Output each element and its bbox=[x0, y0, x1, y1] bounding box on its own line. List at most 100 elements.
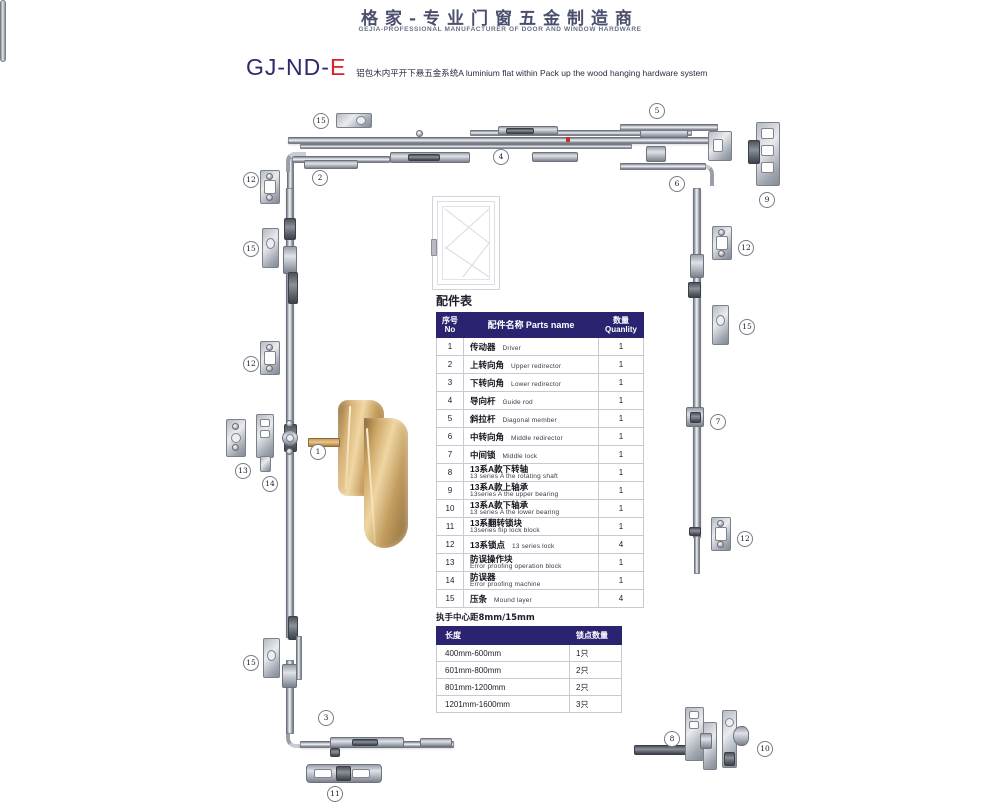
part-name-en: 13 series lock bbox=[511, 542, 555, 550]
callout-marker-3: 3 bbox=[318, 710, 334, 726]
part-name-en: Error proofing machine bbox=[470, 580, 541, 588]
middle-redirector-body bbox=[690, 254, 704, 278]
lock-point-count: 3只 bbox=[569, 695, 622, 714]
mound-layer-15-a bbox=[336, 113, 372, 128]
lock-keeper-12-d-slot bbox=[715, 527, 727, 541]
part-name-cn: 斜拉杆 bbox=[470, 413, 496, 424]
part-qty: 1 bbox=[598, 463, 644, 483]
upper-bearing-hole-2 bbox=[761, 145, 774, 156]
driver-cam-top bbox=[408, 154, 440, 161]
parts-table-title: 配件表 bbox=[436, 294, 473, 308]
rotating-shaft-bracket-hole-2 bbox=[689, 721, 699, 729]
model-code-accent: E bbox=[329, 54, 347, 80]
guide-rod-top-secondary bbox=[300, 144, 632, 149]
flip-lock-block-center bbox=[336, 766, 351, 781]
part-no: 14 bbox=[436, 571, 464, 591]
part-no: 3 bbox=[436, 373, 464, 393]
upper-bearing-bracket-hole bbox=[713, 139, 723, 152]
length-range: 1201mm-1600mm bbox=[436, 695, 570, 714]
part-qty: 1 bbox=[598, 427, 644, 447]
diagonal-member-cam bbox=[506, 128, 534, 134]
driver-connector-top bbox=[532, 152, 578, 162]
part-name-en: 13 series A the rotating shaft bbox=[470, 472, 559, 480]
window-opening-lines-svg bbox=[444, 208, 490, 278]
part-qty: 1 bbox=[598, 517, 644, 537]
right-drive-rail bbox=[693, 188, 701, 538]
right-rail-lock-cam-low bbox=[689, 527, 701, 536]
length-range: 601mm-800mm bbox=[436, 661, 570, 680]
mound-layer-15-b-hole bbox=[266, 238, 275, 249]
lower-redirector-vertical bbox=[286, 660, 294, 734]
window-handle-assembly bbox=[308, 400, 410, 560]
rotating-shaft-pivot bbox=[700, 733, 712, 749]
lock-keeper-12-c-screw-2 bbox=[718, 250, 725, 257]
callout-marker-8: 8 bbox=[664, 731, 680, 747]
part-no: 1 bbox=[436, 337, 464, 357]
bottom-corner-pin bbox=[330, 748, 340, 757]
lower-bearing-hole bbox=[725, 718, 734, 727]
length-range: 801mm-1200mm bbox=[436, 678, 570, 697]
error-proofing-block-screw-1 bbox=[232, 423, 239, 430]
left-rail-lock-cam-4 bbox=[288, 616, 298, 640]
part-name-cn: 中转向角 bbox=[470, 431, 505, 442]
mound-layer-15-d-hole bbox=[267, 650, 276, 661]
middle-redirector-horizontal bbox=[620, 163, 706, 170]
upper-bearing-hole-3 bbox=[761, 162, 774, 173]
part-name-en: 13 series A the lower bearing bbox=[470, 508, 560, 516]
error-proofing-machine-tail bbox=[260, 456, 271, 472]
error-proofing-machine-slot-2 bbox=[260, 430, 270, 438]
part-qty: 1 bbox=[598, 553, 644, 573]
lock-keeper-12-c-screw-1 bbox=[718, 229, 725, 236]
window-handle-icon bbox=[431, 239, 437, 256]
callout-marker-1: 1 bbox=[310, 444, 326, 460]
brand-name-english: GEJIA-PROFESSIONAL MANUFACTURER OF DOOR … bbox=[358, 26, 642, 33]
bottom-driver-cam bbox=[352, 739, 378, 746]
lock-keeper-12-a-screw-1 bbox=[266, 173, 273, 180]
lock-point-header-row: 长度 锁点数量 bbox=[436, 625, 622, 646]
callout-marker-12: 12 bbox=[738, 240, 754, 256]
rotating-shaft-bracket-hole-1 bbox=[689, 711, 699, 719]
mound-layer-15-a-hole bbox=[356, 116, 366, 125]
length-range: 400mm-600mm bbox=[436, 644, 570, 663]
part-no: 6 bbox=[436, 427, 464, 447]
guide-rod-top bbox=[288, 137, 710, 144]
handle-lever bbox=[364, 418, 408, 548]
part-name-cn: 中间锁 bbox=[470, 449, 496, 460]
part-no: 7 bbox=[436, 445, 464, 465]
callout-marker-7: 7 bbox=[710, 414, 726, 430]
callout-marker-14: 14 bbox=[262, 476, 278, 492]
lower-bearing-cam bbox=[733, 726, 749, 746]
lock-point-count: 2只 bbox=[569, 678, 622, 697]
lock-keeper-12-c-slot bbox=[716, 236, 728, 250]
part-no: 2 bbox=[436, 355, 464, 375]
part-name-en: 13series flip lock block bbox=[470, 526, 540, 534]
callout-marker-15: 15 bbox=[243, 241, 259, 257]
rod-screw-1 bbox=[416, 130, 423, 137]
part-qty: 1 bbox=[598, 445, 644, 465]
lock-keeper-12-b-screw-2 bbox=[266, 365, 273, 372]
part-name-en: Guide rod bbox=[502, 398, 533, 406]
part-no: 5 bbox=[436, 409, 464, 429]
flip-lock-block-slot-2 bbox=[352, 769, 370, 778]
bearing-pin-rod bbox=[0, 0, 6, 62]
callout-marker-15: 15 bbox=[739, 319, 755, 335]
part-name-cn: 传动器 bbox=[470, 341, 496, 352]
model-code-main: GJ-ND- bbox=[246, 54, 330, 80]
bottom-rod-endcap bbox=[420, 738, 452, 747]
lower-redirector-body bbox=[282, 664, 297, 688]
